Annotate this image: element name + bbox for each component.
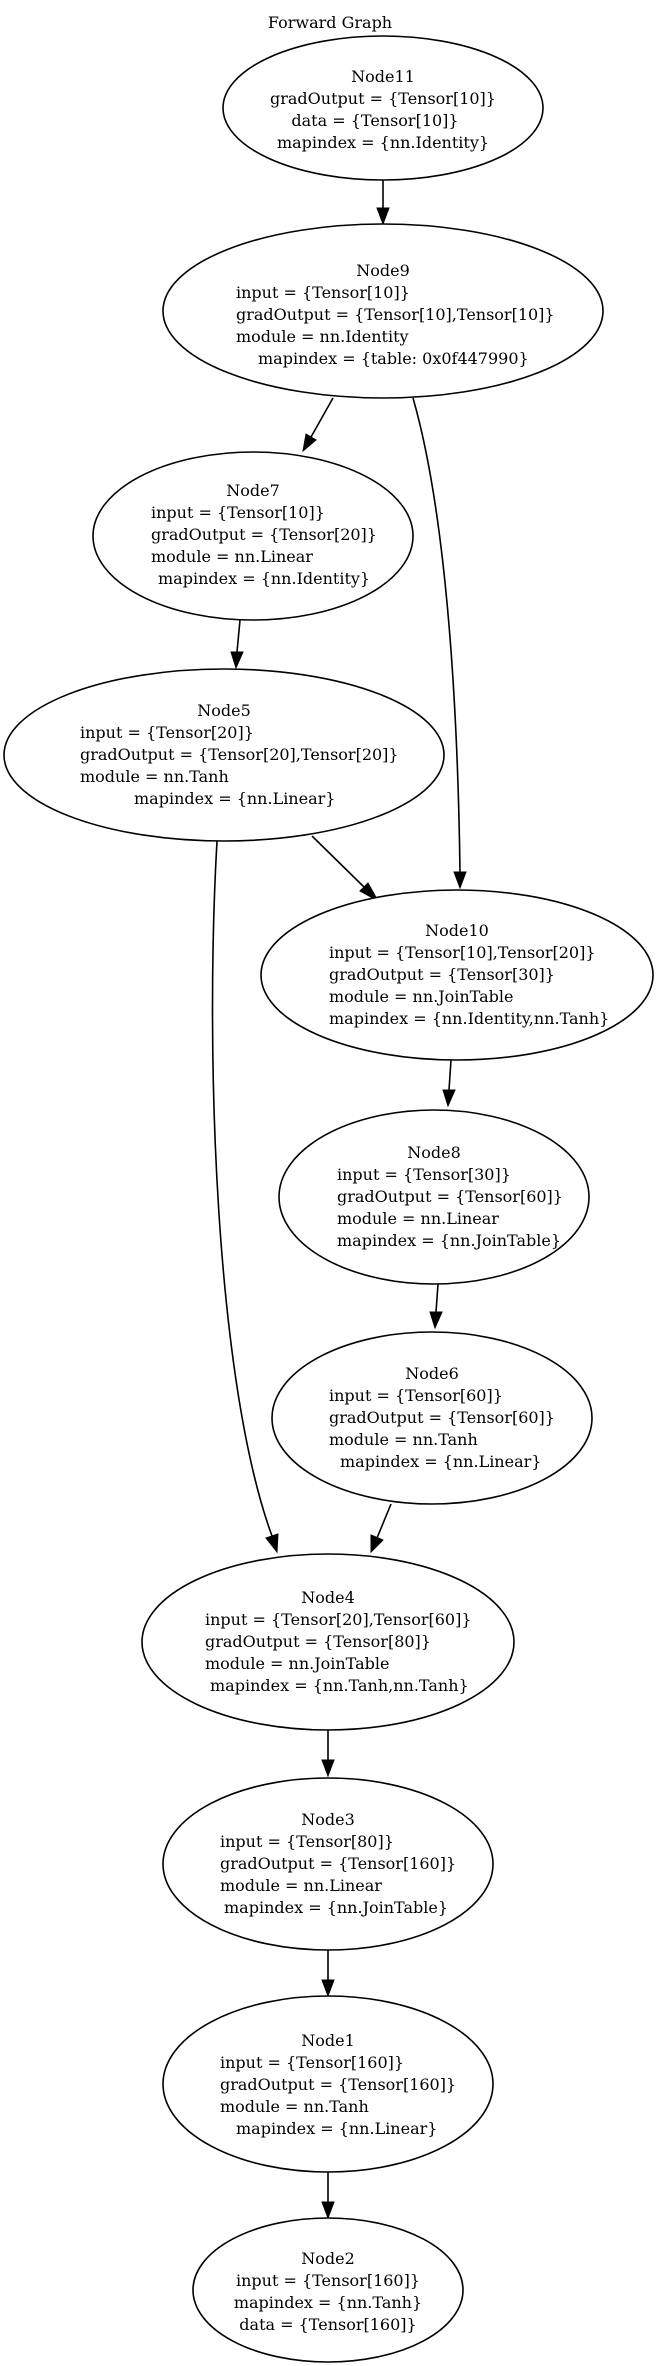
node-field: input = {Tensor[10]}: [151, 503, 325, 522]
edge-node11-to-node9: [376, 180, 390, 226]
node-title: Node11: [351, 67, 415, 86]
node-field: module = nn.Linear: [151, 547, 313, 566]
node-field: gradOutput = {Tensor[60]}: [337, 1187, 563, 1206]
node-title: Node8: [407, 1143, 461, 1162]
node-field: mapindex = {nn.Linear}: [134, 789, 335, 808]
node-field: mapindex = {nn.Linear}: [340, 1452, 541, 1471]
node-field: mapindex = {nn.Identity,nn.Tanh}: [329, 1009, 609, 1028]
edge-node7-to-node5: [230, 619, 244, 670]
node-field: module = nn.JoinTable: [205, 1654, 389, 1673]
node-field: gradOutput = {Tensor[160]}: [220, 1854, 456, 1873]
graph-title: Forward Graph: [268, 13, 392, 32]
node-node9: Node9 input = {Tensor[10]} gradOutput = …: [162, 223, 604, 399]
node-field: input = {Tensor[10],Tensor[20]}: [329, 943, 596, 962]
node-field: mapindex = {nn.Tanh}: [234, 2293, 422, 2312]
node-field: module = nn.JoinTable: [329, 987, 513, 1006]
node-field: gradOutput = {Tensor[10]}: [270, 89, 496, 108]
node-field: mapindex = {nn.JoinTable}: [224, 1898, 448, 1917]
edge-node5-to-node4: [211, 840, 279, 1554]
node-field: input = {Tensor[60]}: [329, 1386, 503, 1405]
node-title: Node10: [425, 921, 489, 940]
node-field: gradOutput = {Tensor[20],Tensor[20]}: [80, 745, 399, 764]
node-field: gradOutput = {Tensor[80]}: [205, 1632, 431, 1651]
edge-node10-to-node8: [442, 1059, 456, 1108]
node-node1: Node1 input = {Tensor[160]} gradOutput =…: [162, 1995, 494, 2173]
edge-node9-to-node10: [412, 397, 467, 890]
node-node7: Node7 input = {Tensor[10]} gradOutput = …: [92, 451, 414, 621]
node-title: Node7: [226, 481, 280, 500]
edge-node3-to-node1: [321, 1950, 335, 1998]
node-node10: Node10 input = {Tensor[10],Tensor[20]} g…: [260, 889, 654, 1061]
node-field: mapindex = {nn.Tanh,nn.Tanh}: [210, 1676, 469, 1695]
node-node2: Node2 input = {Tensor[160]} mapindex = {…: [192, 2217, 464, 2363]
edge-node8-to-node6: [429, 1283, 443, 1330]
node-node11: Node11 gradOutput = {Tensor[10]} data = …: [222, 35, 544, 181]
edge-node4-to-node3: [321, 1730, 335, 1778]
node-field: input = {Tensor[20],Tensor[60]}: [205, 1610, 472, 1629]
node-field: input = {Tensor[160]}: [236, 2271, 420, 2290]
node-title: Node1: [301, 2031, 355, 2050]
node-field: data = {Tensor[160]}: [239, 2315, 416, 2334]
edge-node9-to-node7: [302, 397, 334, 453]
edges: [211, 180, 467, 2220]
edge-node5-to-node10: [311, 835, 380, 903]
node-field: input = {Tensor[160]}: [220, 2053, 404, 2072]
node-title: Node2: [301, 2249, 355, 2268]
node-field: data = {Tensor[10]}: [291, 111, 458, 130]
node-node6: Node6 input = {Tensor[60]} gradOutput = …: [271, 1331, 593, 1505]
node-field: module = nn.Tanh: [329, 1430, 478, 1449]
node-title: Node9: [356, 261, 410, 280]
node-field: mapindex = {nn.Identity}: [158, 569, 370, 588]
node-field: input = {Tensor[20]}: [80, 723, 254, 742]
node-field: module = nn.Tanh: [220, 2097, 369, 2116]
node-title: Node4: [301, 1588, 355, 1607]
node-node3: Node3 input = {Tensor[80]} gradOutput = …: [162, 1777, 494, 1951]
node-field: gradOutput = {Tensor[30]}: [329, 965, 555, 984]
node-field: mapindex = {nn.JoinTable}: [337, 1231, 561, 1250]
node-field: module = nn.Tanh: [80, 767, 229, 786]
node-field: module = nn.Identity: [236, 327, 409, 346]
node-field: mapindex = {table: 0x0f447990}: [258, 349, 529, 368]
node-node4: Node4 input = {Tensor[20],Tensor[60]} gr…: [141, 1553, 515, 1731]
node-field: mapindex = {nn.Linear}: [236, 2119, 437, 2138]
node-node8: Node8 input = {Tensor[30]} gradOutput = …: [278, 1109, 590, 1285]
node-field: module = nn.Linear: [220, 1876, 382, 1895]
node-field: input = {Tensor[10]}: [236, 283, 410, 302]
node-field: input = {Tensor[30]}: [337, 1165, 511, 1184]
edge-node1-to-node2: [321, 2172, 335, 2220]
node-title: Node5: [197, 701, 251, 720]
node-field: gradOutput = {Tensor[10],Tensor[10]}: [236, 305, 555, 324]
node-field: mapindex = {nn.Identity}: [277, 133, 489, 152]
node-field: gradOutput = {Tensor[20]}: [151, 525, 377, 544]
node-field: gradOutput = {Tensor[60]}: [329, 1408, 555, 1427]
node-title: Node6: [405, 1364, 459, 1383]
node-node5: Node5 input = {Tensor[20]} gradOutput = …: [3, 668, 445, 842]
node-field: gradOutput = {Tensor[160]}: [220, 2075, 456, 2094]
edge-node6-to-node4: [370, 1503, 392, 1554]
node-field: module = nn.Linear: [337, 1209, 499, 1228]
node-title: Node3: [301, 1810, 355, 1829]
node-field: input = {Tensor[80]}: [220, 1832, 394, 1851]
